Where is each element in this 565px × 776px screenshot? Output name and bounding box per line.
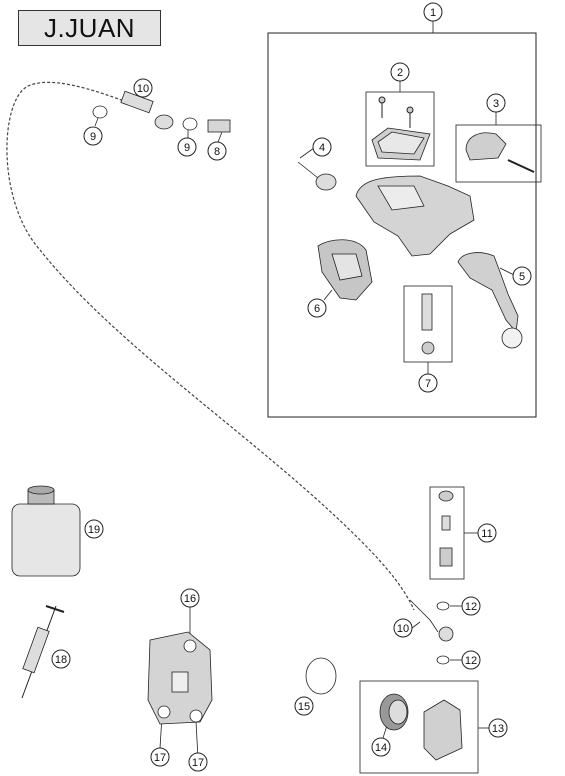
protector-cover	[317, 239, 373, 301]
callout-5: 5	[512, 266, 532, 286]
svg-text:7: 7	[425, 378, 431, 390]
svg-text:10: 10	[397, 623, 409, 635]
callout-13: 13	[488, 718, 508, 738]
svg-text:15: 15	[298, 701, 310, 713]
banjo-bolt	[207, 119, 231, 133]
callout-16: 16	[180, 588, 200, 608]
slave-housing	[147, 631, 213, 725]
reservoir-cover	[371, 96, 431, 161]
svg-text:1: 1	[430, 7, 436, 19]
svg-text:12: 12	[465, 601, 477, 613]
svg-text:11: 11	[481, 528, 492, 540]
sealing-rings-top	[92, 105, 198, 131]
slave-cylinder	[379, 693, 463, 761]
svg-text:18: 18	[55, 654, 67, 666]
svg-text:5: 5	[519, 271, 525, 283]
svg-text:17: 17	[192, 757, 204, 769]
master-cylinder-group-box	[267, 32, 537, 418]
sealing-rings-bottom	[436, 601, 450, 665]
svg-text:13: 13	[492, 723, 504, 735]
slave-cylinder-group-box	[359, 680, 479, 774]
svg-text:17: 17	[154, 752, 166, 764]
brand-label: J.JUAN	[18, 10, 161, 46]
hydraulic-fluid-bottle	[11, 485, 81, 577]
banjo-fitting-bottom	[409, 599, 454, 642]
callout-4: 4	[312, 137, 332, 157]
clutch-lever	[457, 252, 523, 349]
callout-10b: 10	[393, 618, 413, 638]
clamp-box	[455, 124, 542, 183]
callout-12a: 12	[461, 596, 481, 616]
svg-text:9: 9	[184, 142, 190, 154]
callout-11: 11	[477, 523, 497, 543]
piston-kit	[421, 293, 435, 355]
svg-text:14: 14	[375, 742, 387, 754]
svg-text:16: 16	[184, 593, 196, 605]
callout-12b: 12	[461, 650, 481, 670]
svg-text:19: 19	[88, 524, 100, 536]
callout-17a: 17	[150, 747, 170, 767]
callouts: 1 2 3 4 5 6 7 8 9 9 10 10 11 12 12 13 14…	[51, 2, 532, 772]
callout-9a: 9	[83, 126, 103, 146]
adjuster-screw	[297, 161, 337, 191]
callout-2: 2	[390, 62, 410, 82]
master-cylinder-body	[355, 175, 475, 257]
callout-10a: 10	[133, 78, 153, 98]
handlebar-clamp	[465, 132, 535, 173]
callout-9b: 9	[177, 137, 197, 157]
svg-text:12: 12	[465, 655, 477, 667]
svg-text:6: 6	[314, 303, 320, 315]
svg-text:3: 3	[493, 98, 499, 110]
callout-14: 14	[371, 737, 391, 757]
bleed-syringe	[21, 605, 65, 699]
callout-7: 7	[418, 373, 438, 393]
svg-text:2: 2	[397, 67, 403, 79]
callout-18: 18	[51, 649, 71, 669]
svg-text:9: 9	[90, 131, 96, 143]
callout-3: 3	[486, 93, 506, 113]
o-ring	[305, 657, 337, 695]
svg-text:8: 8	[214, 146, 220, 158]
callout-19: 19	[84, 519, 104, 539]
svg-text:10: 10	[137, 83, 149, 95]
clutch-hose	[6, 81, 415, 611]
svg-text:4: 4	[319, 142, 325, 154]
callout-6: 6	[307, 298, 327, 318]
callout-8: 8	[207, 141, 227, 161]
banjo-fitting-top	[120, 90, 174, 130]
bleeder-parts	[438, 490, 454, 567]
callout-1: 1	[423, 2, 443, 22]
callout-17b: 17	[188, 752, 208, 772]
callout-15: 15	[294, 696, 314, 716]
